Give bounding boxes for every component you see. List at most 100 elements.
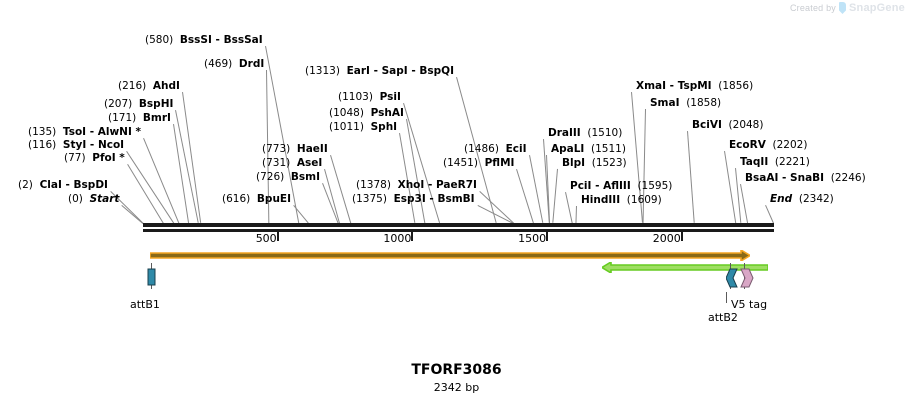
enzyme-site-label[interactable]: ApaLI (1511) [551,144,626,155]
enzyme-position: (2246) [830,172,866,184]
enzyme-site-label[interactable]: End (2342) [770,194,834,205]
enzyme-site-label[interactable]: XmaI - TspMI (1856) [636,81,753,92]
enzyme-site-label[interactable]: (171) BmrI [108,113,171,124]
enzyme-name: AflIII [603,180,631,192]
enzyme-site-label[interactable]: (77) PfoI * [64,153,125,164]
enzyme-site-label[interactable]: (207) BspHI [104,99,173,110]
enzyme-position: (1511) [591,143,626,155]
enzyme-site-label[interactable]: (1103) PsiI [338,92,401,103]
orf-forward[interactable] [150,250,750,261]
enzyme-position: (1378) [356,179,391,191]
enzyme-site-label[interactable]: (1378) XhoI - PaeR7I [356,180,477,191]
enzyme-name: NcoI [97,139,125,151]
enzyme-name: AseI [296,157,323,169]
enzyme-name: XmaI [636,80,667,92]
enzyme-name: BspHI [138,98,174,110]
enzyme-position: (1048) [329,107,364,119]
feature-v5-tag-glyph[interactable] [740,268,754,292]
enzyme-site-label[interactable]: (469) DrdI [204,59,264,70]
enzyme-separator: - [86,126,98,138]
enzyme-site-label[interactable]: (2) ClaI - BspDI [18,180,108,191]
enzyme-site-label[interactable]: (1011) SphI [329,122,397,133]
enzyme-site-label[interactable]: (726) BsmI [256,172,320,183]
enzyme-position: (1609) [626,194,662,206]
enzyme-site-label[interactable]: (135) TsoI - AlwNI * [28,127,141,138]
enzyme-position: (2221) [774,156,810,168]
enzyme-position: (2048) [728,119,764,131]
map-caption: TFORF3086 2342 bp [0,362,913,394]
enzyme-site-label[interactable]: (773) HaeII [262,144,328,155]
sequence-length: 2342 bp [433,381,480,394]
v5-label-stem [726,292,727,303]
feature-attb2-glyph[interactable] [725,268,738,292]
enzyme-name: EcoRV [729,139,766,151]
enzyme-site-label[interactable]: PciI - AflIII (1595) [570,181,672,192]
enzyme-name: PaeR7I [435,179,477,191]
enzyme-site-label[interactable]: BciVI (2048) [692,120,763,131]
enzyme-name: BssSI [179,34,212,46]
enzyme-separator: - [211,34,224,46]
site-leader-line [406,119,426,224]
sequence-backbone [143,223,774,227]
enzyme-name: BsmI [290,171,321,183]
enzyme-separator: - [425,193,438,205]
enzyme-separator: - [778,172,791,184]
enzyme-position: (616) [222,193,251,205]
enzyme-site-label[interactable]: (731) AseI [262,158,322,169]
enzyme-position: (1523) [591,157,627,169]
enzyme-name: BssSaI [223,34,263,46]
enzyme-position: (216) [118,80,147,92]
enzyme-separator: - [666,80,678,92]
enzyme-position: (731) [262,157,291,169]
site-leader-line [765,205,774,224]
enzyme-position: (1510) [587,127,623,139]
enzyme-site-label[interactable]: BsaAI - SnaBI (2246) [745,173,866,184]
enzyme-name: PshAI [370,107,404,119]
enzyme-site-label[interactable]: EcoRV (2202) [729,140,807,151]
enzyme-site-label[interactable]: (1375) Esp3I - BsmBI [352,194,475,205]
enzyme-site-label[interactable]: (616) BpuEI [222,194,291,205]
enzyme-site-label[interactable]: (1048) PshAI [329,108,404,119]
site-leader-line [740,184,749,224]
enzyme-site-label[interactable]: (1486) EciI [464,144,527,155]
enzyme-name: AlwNI * [97,126,142,138]
site-leader-line [143,138,180,224]
enzyme-site-label[interactable]: TaqII (2221) [740,157,810,168]
enzyme-site-label[interactable]: (580) BssSI - BssSaI [145,35,263,46]
site-leader-line [735,168,742,224]
feature-label: V5 tag [731,298,768,311]
ruler-tick-label: 500 [255,232,277,245]
enzyme-position: (1858) [686,97,722,109]
feature-label: attB1 [130,298,160,311]
enzyme-site-label[interactable]: DraIII (1510) [548,128,622,139]
enzyme-name: SapI [381,65,408,77]
site-leader-line [546,155,551,224]
enzyme-site-label[interactable]: BlpI (1523) [562,158,627,169]
enzyme-position: (135) [28,126,57,138]
enzyme-name: ClaI [39,179,62,191]
site-leader-line [552,168,558,223]
enzyme-name: TspMI [677,80,712,92]
enzyme-site-label[interactable]: SmaI (1858) [650,98,721,109]
ruler-tick [680,232,683,241]
feature-label: attB2 [708,311,738,324]
enzyme-name: BlpI [562,157,586,169]
enzyme-name: EciI [505,143,527,155]
feature-attb1-glyph[interactable] [147,268,156,290]
enzyme-name: XhoI [397,179,425,191]
enzyme-site-label[interactable]: (216) AhdI [118,81,180,92]
enzyme-name: PciI [570,180,592,192]
snapgene-logo-icon [838,2,846,14]
enzyme-site-label[interactable]: (0) Start [68,194,119,205]
enzyme-name: PsiI [379,91,401,103]
enzyme-name: SmaI [650,97,680,109]
enzyme-site-label[interactable]: (1451) PflMI [443,158,514,169]
enzyme-separator: - [369,65,382,77]
watermark-prefix: Created by [789,3,836,13]
site-leader-line [293,205,309,224]
enzyme-site-label[interactable]: HindIII (1609) [581,195,662,206]
enzyme-site-label[interactable]: (116) StyI - NcoI [28,140,124,151]
enzyme-position: (726) [256,171,285,183]
enzyme-position: (2342) [798,193,834,205]
enzyme-site-label[interactable]: (1313) EarI - SapI - BspQI [305,66,454,77]
